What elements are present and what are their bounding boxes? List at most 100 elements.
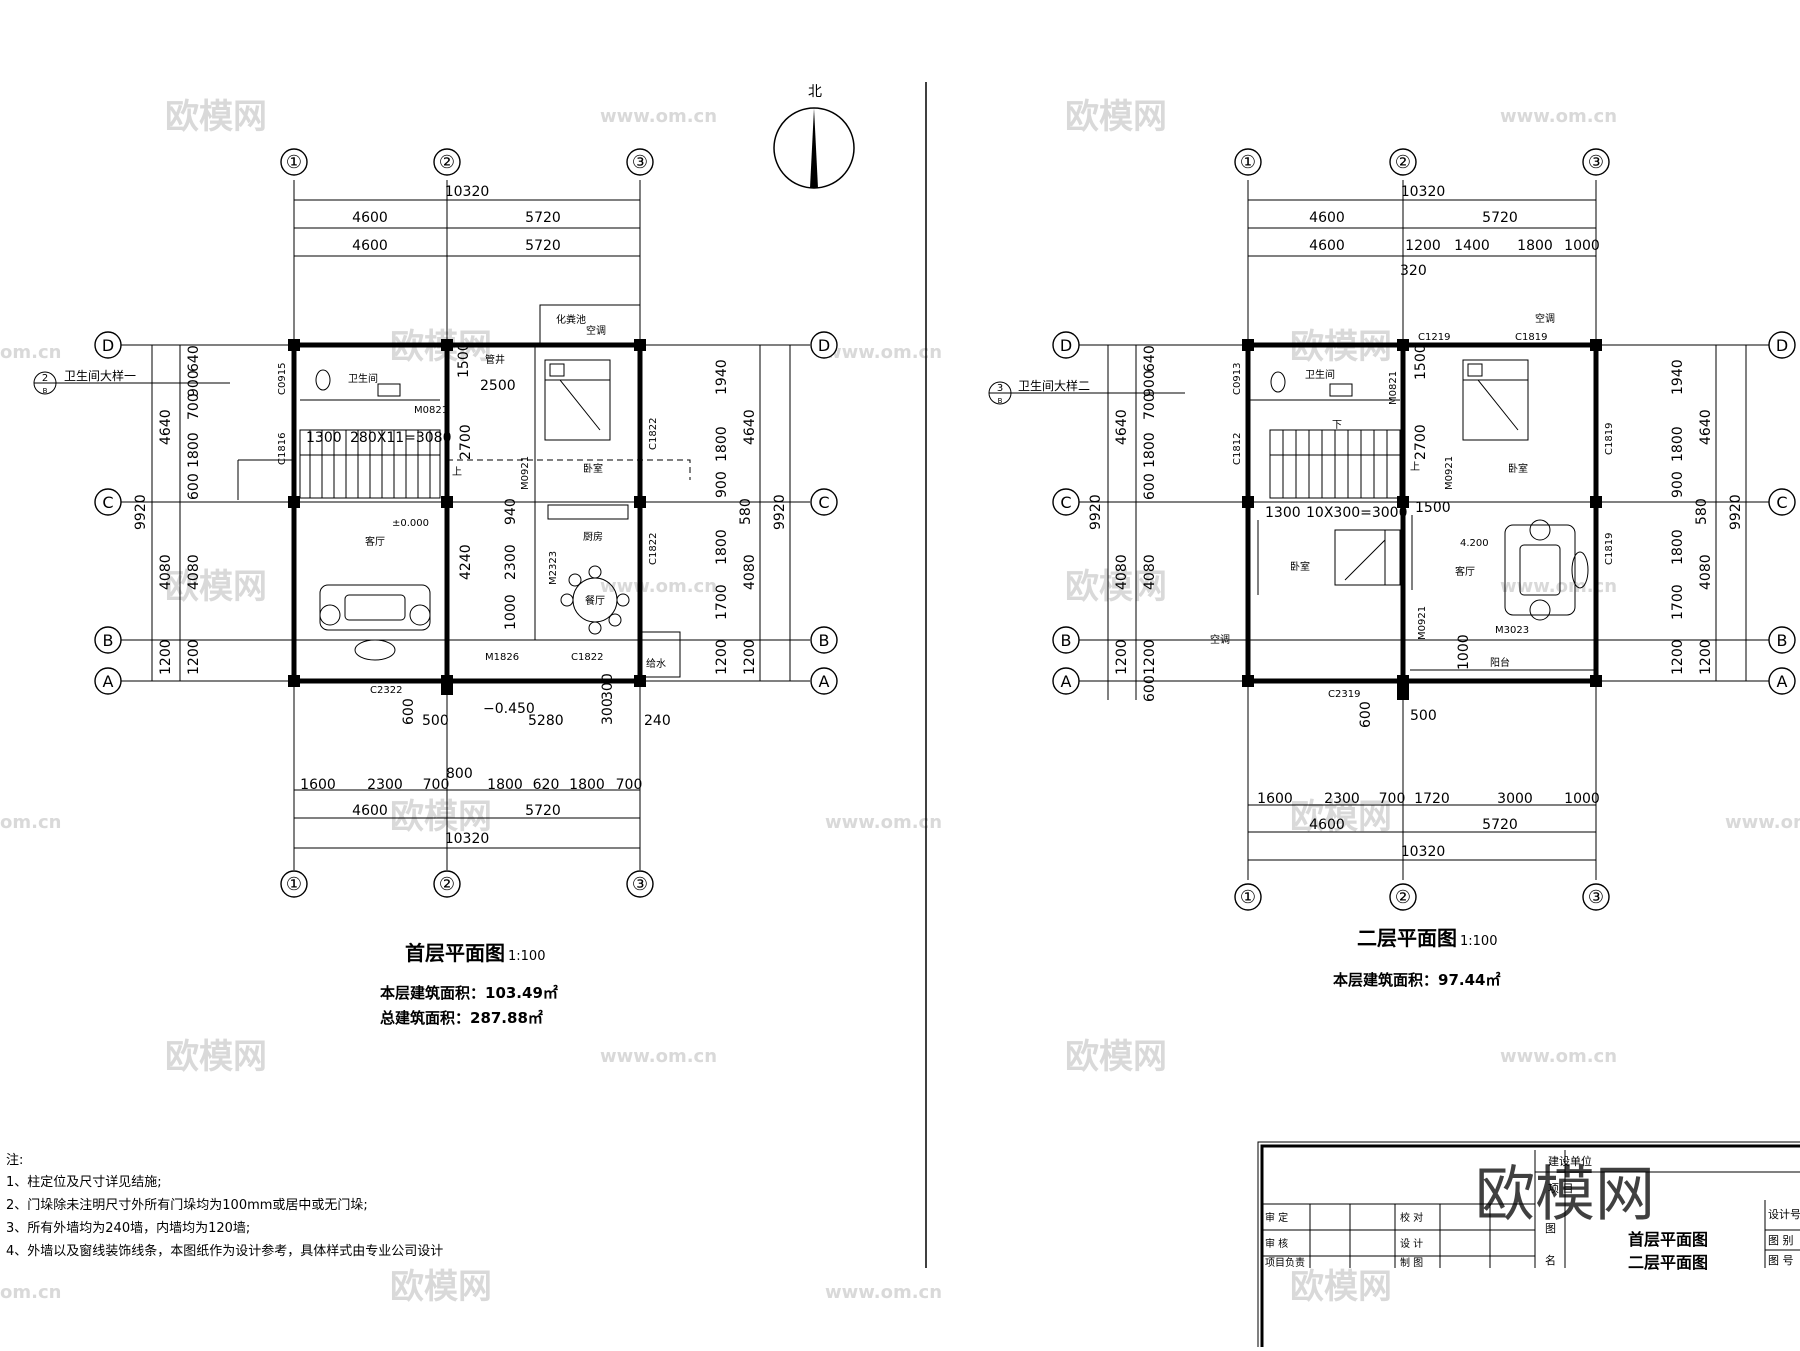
notes-block: 注: 1、柱定位及尺寸详见结施; 2、门垛除未注明尺寸外所有门垛均为100mm或… (6, 1153, 443, 1259)
dim: 4240 (458, 544, 474, 580)
dim: 580 (738, 498, 754, 525)
room-label-living: 客厅 (365, 535, 385, 548)
dim: 1200 (1698, 639, 1714, 675)
plan2-detail-callout: 3 B 卫生间大样二 (988, 378, 1185, 405)
opening-code: C0913 (1232, 363, 1243, 395)
axis-label: D (1060, 336, 1072, 355)
dim: 600 (1358, 701, 1374, 728)
watermark-url: www.om.cn (1500, 1046, 1617, 1067)
watermark-brand: 欧模网 (165, 567, 267, 607)
dim: 1500 (1415, 500, 1451, 516)
opening-code: M0821 (414, 405, 448, 416)
plan1-detail-callout: 2 B 卫生间大样一 (33, 368, 230, 395)
room-label-bedroom: 卧室 (1290, 560, 1310, 573)
plan2-axis-bubbles-right: D C B A (1768, 331, 1796, 695)
watermark-brand-large: 欧模网 (1475, 1160, 1655, 1230)
dim: 4600 (352, 803, 388, 819)
plan2-axis-bubbles-top: ① ② ③ (1234, 148, 1610, 176)
dim: 600 (401, 698, 417, 725)
dim: 700 (1379, 791, 1406, 807)
room-label-bedroom: 卧室 (583, 462, 603, 475)
titleblock-name-label: 图 (1545, 1222, 1556, 1235)
axis-label: ③ (1588, 887, 1604, 908)
watermark-url-partial: om.cn (0, 1282, 61, 1303)
plan2-bed-icon (1462, 359, 1529, 441)
dim: 5720 (525, 210, 561, 226)
dim: 5720 (525, 238, 561, 254)
dim: 800 (446, 766, 473, 782)
axis-label: C (1776, 493, 1787, 512)
dim-total: 9920 (1088, 494, 1104, 530)
dim: 1800 (487, 777, 523, 793)
titleblock-project: 项 目 (1548, 1182, 1574, 1195)
watermark-url: www.om.cn (1500, 576, 1617, 597)
dim: 4080 (186, 554, 202, 590)
dim: 5720 (1482, 210, 1518, 226)
dim: 1700 (1670, 584, 1686, 620)
dim: 1000 (1456, 634, 1472, 670)
plan2-gridlines (1068, 180, 1770, 880)
axis-label: ① (286, 152, 302, 173)
plan2-walls (1245, 342, 1599, 684)
dim: 2700 (458, 424, 474, 460)
plan1-area: 本层建筑面积：103.49㎡ (380, 984, 558, 1002)
dim: 1200 (742, 639, 758, 675)
plan1-ground-floor: ① ② ③ ① ② ③ D C B A D C B A 10320 4600 5… (33, 148, 838, 1027)
plan1-columns (288, 339, 646, 695)
watermark-brand: 欧模网 (165, 97, 267, 137)
titleblock-cell: 审 定 (1265, 1211, 1288, 1224)
dim: 5720 (525, 803, 561, 819)
dim: 4640 (742, 409, 758, 445)
plan2-sofa-icon (1504, 519, 1589, 621)
axis-label: ③ (632, 152, 648, 173)
dim: 4640 (1114, 409, 1130, 445)
dim: 1800 (186, 432, 202, 468)
axis-label: ③ (1588, 152, 1604, 173)
dim: 900 (1670, 471, 1686, 498)
opening-code: C1816 (277, 433, 288, 465)
watermark-url-partial: om.cn (0, 342, 61, 363)
ac-label: 空调 (586, 324, 606, 337)
detail-label: 卫生间大样二 (1018, 378, 1090, 393)
opening-code: M2323 (548, 551, 559, 585)
dim-total: 9920 (772, 494, 788, 530)
axis-label: ① (1240, 887, 1256, 908)
room-label-kitchen: 厨房 (583, 530, 603, 543)
opening-code: M0921 (520, 456, 531, 490)
plan2-stair (1269, 429, 1401, 499)
room-label-wc: 卫生间 (348, 372, 378, 385)
dim: 10X300=3000 (1306, 505, 1408, 521)
plan1-scale: 1:100 (508, 949, 545, 964)
dim: 1200 (186, 639, 202, 675)
opening-code: M1826 (485, 652, 519, 663)
plan2-columns (1242, 339, 1602, 700)
axis-label: D (1776, 336, 1788, 355)
opening-code: C2322 (370, 685, 402, 696)
titleblock-right-label: 图 别 (1768, 1234, 1794, 1247)
titleblock-cell: 项目负责 (1265, 1256, 1305, 1269)
dim: 4080 (158, 554, 174, 590)
dim: 1800 (714, 426, 730, 462)
opening-code: C1812 (1232, 433, 1243, 465)
dim: 940 (503, 498, 519, 525)
dim: 4080 (742, 554, 758, 590)
dim: 1500 (1413, 344, 1429, 380)
dim: 240 (644, 713, 671, 729)
stair-down-label: 下 (1332, 420, 1342, 431)
septic-label: 化粪池 (556, 313, 586, 326)
watermark-url: www.om.cn (1500, 106, 1617, 127)
titleblock-cell: 校 对 (1400, 1211, 1423, 1224)
shaft-label: 管井 (485, 353, 505, 366)
dim: 1000 (1564, 238, 1600, 254)
dim: 1700 (714, 584, 730, 620)
dim: 1200 (1142, 639, 1158, 675)
dim: 700 (1142, 393, 1158, 420)
axis-label: ② (1395, 887, 1411, 908)
dim: 300 (600, 698, 616, 725)
watermark-url: www.om.cn (600, 106, 717, 127)
titleblock-name-label: 名 (1545, 1253, 1556, 1267)
detail-ref-number: 2 (42, 373, 48, 384)
dim: 900 (1142, 370, 1158, 397)
dim: 2300 (1324, 791, 1360, 807)
dim-total: 9920 (1728, 494, 1744, 530)
